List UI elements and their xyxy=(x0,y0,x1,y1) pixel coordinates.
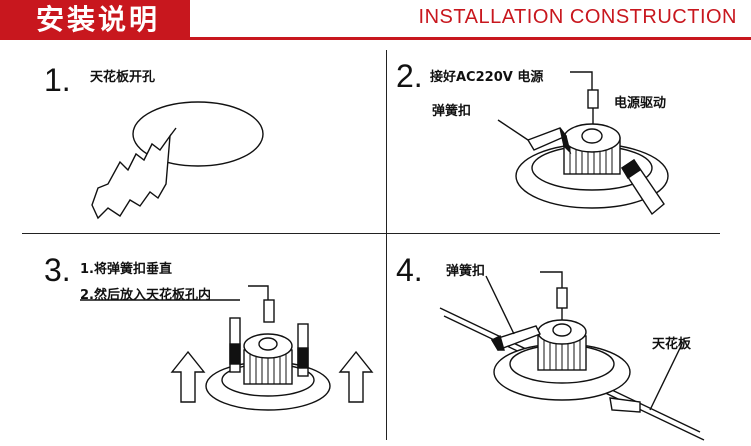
step-4-illustration xyxy=(440,272,704,440)
step-1-illustration xyxy=(92,102,263,218)
driver-box-icon xyxy=(557,288,567,308)
step-3-illustration xyxy=(80,286,372,410)
driver-box-icon xyxy=(588,90,598,108)
step-2-illustration xyxy=(498,72,668,214)
power-wire xyxy=(540,272,562,288)
power-wire xyxy=(248,286,268,300)
up-arrow-icon-right xyxy=(340,352,372,402)
saw-icon xyxy=(92,136,170,218)
driver-box-icon xyxy=(264,300,274,322)
up-arrow-icon-left xyxy=(172,352,204,402)
spring-clip-right xyxy=(610,398,640,412)
power-wire xyxy=(570,72,592,90)
